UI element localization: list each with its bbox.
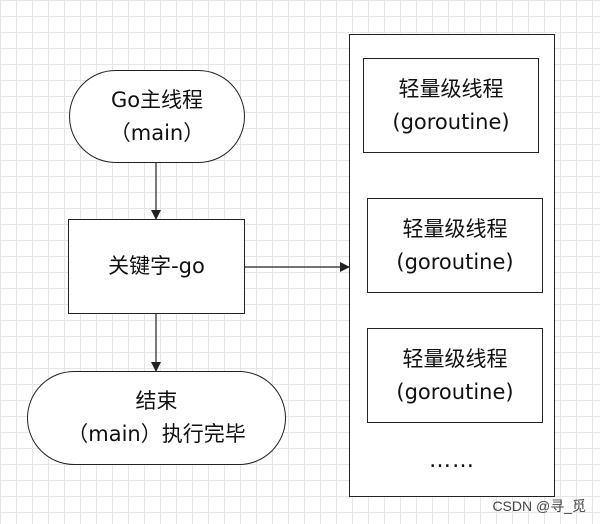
end-node: 结束 （main）执行完毕	[27, 371, 286, 465]
ellipsis: ……	[429, 448, 475, 473]
goroutine-node: 轻量级线程 (goroutine)	[367, 198, 543, 293]
goroutine-node: 轻量级线程 (goroutine)	[367, 328, 543, 423]
end-title: 结束	[135, 389, 178, 414]
main-thread-title: Go主线程	[110, 87, 204, 112]
main-thread-subtitle: （main）	[109, 120, 205, 145]
goroutine-subtitle: (goroutine)	[392, 109, 510, 134]
goroutine-title: 轻量级线程	[402, 346, 508, 371]
end-subtitle: （main）执行完毕	[67, 422, 246, 446]
goroutine-subtitle: (goroutine)	[396, 249, 514, 274]
keyword-go-label: 关键字-go	[108, 254, 205, 279]
goroutine-title: 轻量级线程	[402, 216, 508, 241]
goroutine-title: 轻量级线程	[398, 76, 504, 101]
goroutine-subtitle: (goroutine)	[396, 379, 514, 404]
main-thread-node: Go主线程 （main）	[69, 70, 245, 163]
keyword-go-node: 关键字-go	[68, 219, 245, 314]
goroutine-node: 轻量级线程 (goroutine)	[363, 58, 539, 153]
watermark: CSDN @寻_觅	[492, 498, 586, 514]
